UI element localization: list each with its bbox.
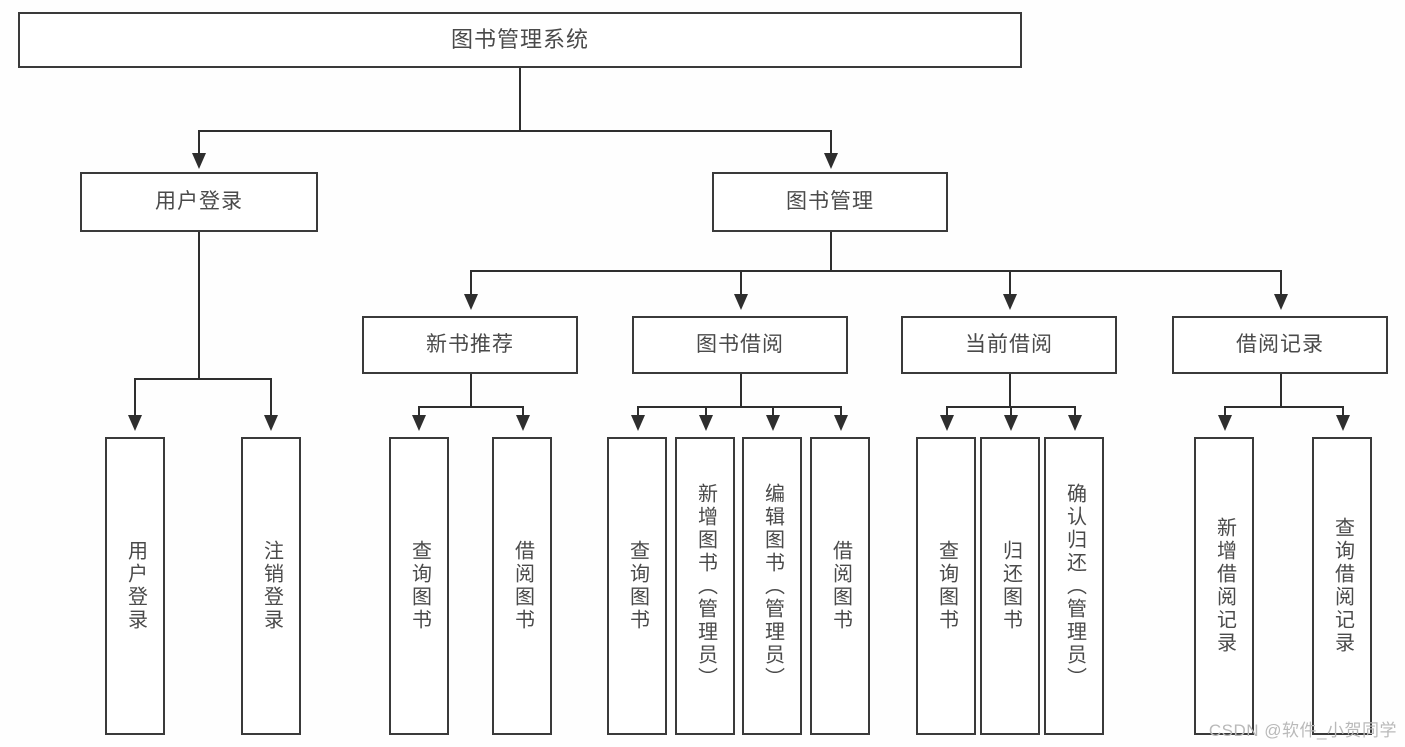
leaf-user-login-logout[interactable]: 注销登录 [241,437,301,735]
connector-to-book-borrow [740,270,742,296]
leaf-current-borrow-confirm[interactable]: 确认归还（管理员） [1044,437,1104,735]
arrowhead-new-book-leaf-2 [516,415,530,431]
leaf-new-book-query[interactable]: 查询图书 [389,437,449,735]
leaf-user-login-login[interactable]: 用户登录 [105,437,165,735]
connector-user-login-leaf-2 [270,378,272,418]
node-borrow-record[interactable]: 借阅记录 [1172,316,1388,374]
connector-current-borrow-leaf-1 [946,406,948,418]
node-label: 查询借阅记录 [1331,517,1354,655]
node-label: 图书管理系统 [450,27,589,53]
connector-current-borrow-leaf-2 [1010,406,1012,418]
connector-root-stem [519,68,521,130]
arrowhead-book-borrow-leaf-2 [699,415,713,431]
connector-book-borrow-stem [740,374,742,406]
node-root-system[interactable]: 图书管理系统 [18,12,1022,68]
node-label: 借阅图书 [511,540,534,632]
leaf-book-borrow-add[interactable]: 新增图书（管理员） [675,437,735,735]
node-label: 编辑图书（管理员） [761,482,784,690]
node-book-borrow[interactable]: 图书借阅 [632,316,848,374]
connector-borrow-record-leaf-1 [1224,406,1226,418]
connector-to-borrow-record [1280,270,1282,296]
node-label: 查询图书 [935,540,958,632]
arrowhead-to-borrow-record [1274,294,1288,310]
node-label: 借阅记录 [1236,332,1324,356]
node-label: 用户登录 [155,189,243,213]
connector-book-borrow-leaf-2 [705,406,707,418]
leaf-book-borrow-edit[interactable]: 编辑图书（管理员） [742,437,802,735]
connector-to-new-book [470,270,472,296]
node-label: 查询图书 [626,540,649,632]
connector-book-manage-stem [830,232,832,270]
connector-level2-bus [470,270,1280,272]
node-label: 图书借阅 [696,332,784,356]
node-label: 新书推荐 [426,332,514,356]
arrowhead-to-user-login [192,153,206,169]
arrowhead-book-borrow-leaf-4 [834,415,848,431]
arrowhead-user-login-leaf-1 [128,415,142,431]
leaf-new-book-borrow[interactable]: 借阅图书 [492,437,552,735]
node-label: 借阅图书 [829,540,852,632]
connector-level1-bus [198,130,832,132]
connector-to-book-manage [830,130,832,156]
node-label: 归还图书 [999,540,1022,632]
connector-new-book-stem [470,374,472,406]
connector-to-user-login [198,130,200,156]
node-label: 确认归还（管理员） [1063,482,1086,690]
connector-new-book-leaf-1 [418,406,420,418]
arrowhead-to-new-book [464,294,478,310]
node-label: 注销登录 [260,540,283,632]
connector-current-borrow-leaf-3 [1074,406,1076,418]
connector-new-book-leaf-2 [522,406,524,418]
arrowhead-book-borrow-leaf-1 [631,415,645,431]
leaf-current-borrow-return[interactable]: 归还图书 [980,437,1040,735]
connector-book-borrow-leaf-4 [840,406,842,418]
leaf-book-borrow-borrow[interactable]: 借阅图书 [810,437,870,735]
arrowhead-book-borrow-leaf-3 [766,415,780,431]
leaf-book-borrow-query[interactable]: 查询图书 [607,437,667,735]
node-label: 用户登录 [124,540,147,632]
connector-user-login-stem [198,232,200,378]
connector-book-borrow-leaf-3 [772,406,774,418]
arrowhead-to-current-borrow [1003,294,1017,310]
arrowhead-to-book-borrow [734,294,748,310]
node-label: 当前借阅 [965,332,1053,356]
node-label: 新增图书（管理员） [694,482,717,690]
connector-book-borrow-leaf-1 [637,406,639,418]
connector-to-current-borrow [1009,270,1011,296]
connector-user-login-bus [134,378,270,380]
arrowhead-new-book-leaf-1 [412,415,426,431]
arrowhead-to-book-manage [824,153,838,169]
arrowhead-borrow-record-leaf-2 [1336,415,1350,431]
connector-user-login-leaf-1 [134,378,136,418]
connector-new-book-bus [418,406,522,408]
node-book-manage[interactable]: 图书管理 [712,172,948,232]
watermark: CSDN @软件_小贺同学 [1208,721,1397,740]
arrowhead-current-borrow-leaf-2 [1004,415,1018,431]
node-label: 新增借阅记录 [1213,517,1236,655]
node-label: 查询图书 [408,540,431,632]
node-label: 图书管理 [786,189,874,213]
node-new-book-recommend[interactable]: 新书推荐 [362,316,578,374]
leaf-borrow-record-query[interactable]: 查询借阅记录 [1312,437,1372,735]
arrowhead-current-borrow-leaf-3 [1068,415,1082,431]
connector-book-borrow-bus [637,406,841,408]
leaf-borrow-record-add[interactable]: 新增借阅记录 [1194,437,1254,735]
node-current-borrow[interactable]: 当前借阅 [901,316,1117,374]
arrowhead-current-borrow-leaf-1 [940,415,954,431]
arrowhead-borrow-record-leaf-1 [1218,415,1232,431]
arrowhead-user-login-leaf-2 [264,415,278,431]
leaf-current-borrow-query[interactable]: 查询图书 [916,437,976,735]
connector-borrow-record-stem [1280,374,1282,406]
connector-borrow-record-leaf-2 [1342,406,1344,418]
node-user-login[interactable]: 用户登录 [80,172,318,232]
connector-current-borrow-stem [1009,374,1011,406]
connector-borrow-record-bus [1224,406,1342,408]
